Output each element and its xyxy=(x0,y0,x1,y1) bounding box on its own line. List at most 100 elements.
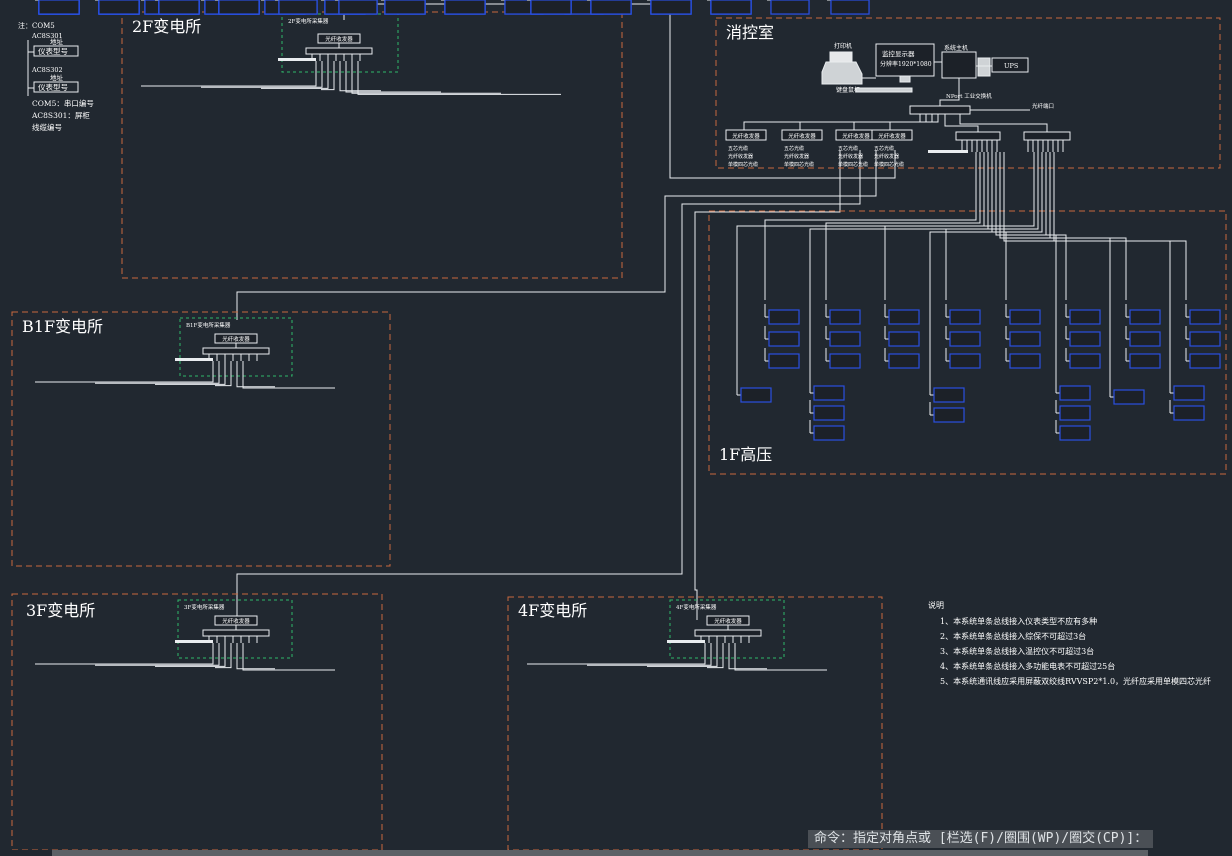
f2-title: 2F变电所 xyxy=(132,17,201,36)
f1-relay-frame[interactable] xyxy=(1009,353,1041,369)
f1-relay-frame[interactable] xyxy=(1129,331,1161,347)
f1-relay-frame[interactable] xyxy=(768,331,800,347)
b1-bus-1 xyxy=(95,361,220,384)
f1-relay-frame[interactable] xyxy=(1059,405,1091,421)
f1-relay-frame[interactable] xyxy=(813,405,845,421)
command-line[interactable]: 命令：指定对角点或 [栏选(F)/圈围(WP)/圈交(CP)]： xyxy=(808,830,1154,848)
f1-relay-frame[interactable] xyxy=(1009,331,1041,347)
f3-meter-frame[interactable] xyxy=(98,0,140,15)
f1-relay-frame[interactable] xyxy=(1173,405,1205,421)
f1-relay-frame[interactable] xyxy=(829,353,861,369)
f1-relay-frame[interactable] xyxy=(768,353,800,369)
f3-meter-frame[interactable] xyxy=(158,0,200,15)
f1-relay-frame[interactable] xyxy=(740,387,772,403)
f4-bus-2 xyxy=(647,643,718,667)
f3-meter-frame[interactable] xyxy=(38,0,80,15)
xk-module-1 xyxy=(781,129,823,141)
xk-module-line: 单模四芯光缆 xyxy=(728,161,758,168)
f3-bus-4 xyxy=(236,643,275,670)
monitor-label1: 监控显示器 xyxy=(882,49,915,58)
f4-meter-frame[interactable] xyxy=(830,0,870,15)
f1-relay-frame[interactable] xyxy=(1189,331,1221,347)
f2-transceiver-label: 光纤收发器 xyxy=(325,35,353,43)
f1-relay-frame[interactable] xyxy=(949,353,981,369)
f1-relay-frame[interactable] xyxy=(1069,331,1101,347)
f1-relay-frame[interactable] xyxy=(1069,309,1101,325)
f4-meter-frame[interactable] xyxy=(650,0,692,15)
b1-bus-5 xyxy=(242,361,335,389)
f3-meter-frame[interactable] xyxy=(338,0,378,15)
f1-relay-frame[interactable] xyxy=(1059,425,1091,441)
f1-relay-frame[interactable] xyxy=(829,331,861,347)
f1-bus-low-3 xyxy=(1045,152,1057,380)
f3-bus-5 xyxy=(242,643,335,671)
f1-relay-frame[interactable] xyxy=(949,331,981,347)
xk-switch[interactable] xyxy=(909,105,971,115)
legend-box1 xyxy=(33,45,79,57)
f1-relay-frame[interactable] xyxy=(829,309,861,325)
f1-relay-frame[interactable] xyxy=(813,385,845,401)
f4-meter-frame[interactable] xyxy=(770,0,810,15)
f1-relay-frame[interactable] xyxy=(1009,309,1041,325)
b1-bus-4 xyxy=(236,361,275,388)
f1-relay-frame[interactable] xyxy=(888,331,920,347)
host-side xyxy=(977,57,991,77)
f1-relay-frame[interactable] xyxy=(1189,309,1221,325)
f1-relay-frame[interactable] xyxy=(933,387,965,403)
f1-relay-frame[interactable] xyxy=(949,309,981,325)
xk-hub-2 xyxy=(1023,131,1071,141)
f4-meter-frame[interactable] xyxy=(710,0,752,15)
host-label: 系统主机 xyxy=(944,44,968,52)
host-icon xyxy=(941,51,977,79)
f2-bus-3 xyxy=(321,61,335,91)
f2-bus-7 xyxy=(357,61,561,95)
trunk-b1 xyxy=(236,150,877,320)
f3-collector-label: 3F变电所采集器 xyxy=(184,603,225,611)
xk-module-link xyxy=(889,114,939,130)
f1-relay-frame[interactable] xyxy=(1129,353,1161,369)
f2-bus-1 xyxy=(201,61,323,88)
f1-relay-frame[interactable] xyxy=(768,309,800,325)
f4-meter-frame[interactable] xyxy=(530,0,572,15)
f1-relay-frame[interactable] xyxy=(888,353,920,369)
f4-bus-5 xyxy=(734,643,827,671)
f2-meter-frame[interactable] xyxy=(384,0,426,15)
monitor-stand xyxy=(899,75,911,83)
f1-relay-frame[interactable] xyxy=(933,407,965,423)
xk-module-line: 光纤收发器 xyxy=(874,153,899,160)
f3-meter-frame[interactable] xyxy=(218,0,260,15)
f3-collector-frame xyxy=(177,599,293,659)
f3-meter-frame[interactable] xyxy=(278,0,318,15)
f1-bus-low-0 xyxy=(736,152,1035,382)
f1-relay-frame[interactable] xyxy=(1059,385,1091,401)
f4-transceiver-label: 光纤收发器 xyxy=(714,617,742,625)
xk-module-line: 五芯光缆 xyxy=(838,145,858,152)
horizontal-scrollbar[interactable] xyxy=(52,850,1148,856)
f4-meter-frame[interactable] xyxy=(590,0,632,15)
notes-item: 1、本系统单条总线接入仪表类型不应有多种 xyxy=(940,616,1097,626)
xk-module-0 xyxy=(725,129,767,141)
trunk-4f xyxy=(694,150,841,620)
legend-meter2: 仪表型号 xyxy=(38,82,68,92)
xk-module-line: 五芯光缆 xyxy=(728,145,748,152)
f3-frame xyxy=(11,593,383,850)
f1-relay-frame[interactable] xyxy=(1173,385,1205,401)
xk-host-switch xyxy=(939,78,960,106)
notes-item: 2、本系统单条总线接入综保不可超过3台 xyxy=(940,631,1086,641)
xk-module-title: 光纤收发器 xyxy=(788,132,816,140)
f3-bus-2 xyxy=(155,643,226,667)
f1-relay-frame[interactable] xyxy=(813,425,845,441)
f1-relay-frame[interactable] xyxy=(1129,309,1161,325)
f4-collector-frame xyxy=(669,599,785,659)
xk-module-line: 光纤收发器 xyxy=(838,153,863,160)
f2-meter-frame[interactable] xyxy=(444,0,486,15)
xk-module-line: 单模四芯光缆 xyxy=(784,161,814,168)
b1-transceiver-label: 光纤收发器 xyxy=(222,335,250,343)
f1-relay-frame[interactable] xyxy=(1189,353,1221,369)
f4-bus-4 xyxy=(728,643,767,670)
f1-relay-frame[interactable] xyxy=(1113,389,1145,405)
f1-relay-frame[interactable] xyxy=(888,309,920,325)
f2-bus-4 xyxy=(339,61,381,92)
f1-relay-frame[interactable] xyxy=(1069,353,1101,369)
